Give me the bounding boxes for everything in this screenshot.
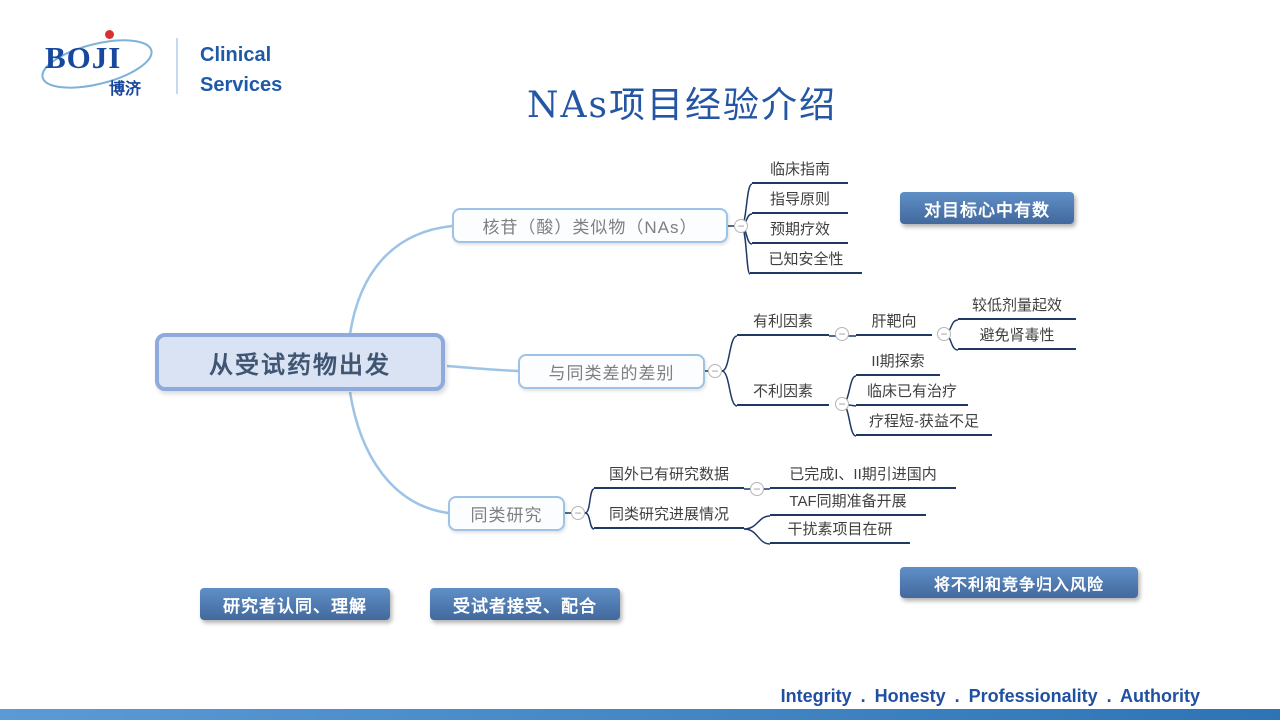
brand-line2: Services	[200, 74, 283, 96]
logo-chinese-text: 博济	[109, 81, 142, 98]
badge-researcher: 研究者认同、理解	[200, 588, 390, 620]
logo-orbit-icon	[41, 39, 153, 89]
leaf-phase12-imported: 已完成I、II期引进国内	[770, 465, 956, 489]
collapse-minus-icon: −	[835, 397, 849, 411]
collapse-minus-icon: −	[571, 506, 585, 520]
leaf-guiding-principle: 指导原则	[752, 190, 848, 214]
logo-text: BOJI	[45, 40, 122, 75]
collapse-minus-icon: −	[708, 364, 722, 378]
leaf-short-course: 疗程短-获益不足	[856, 412, 992, 436]
leaf-foreign-data: 国外已有研究数据	[594, 465, 744, 489]
node-same: 同类研究	[448, 496, 565, 531]
brand-name: Clinical Services	[200, 40, 282, 100]
collapse-minus-icon: −	[750, 482, 764, 496]
leaf-existing-treatment: 临床已有治疗	[856, 382, 968, 406]
brand-line1: Clinical	[200, 44, 272, 66]
collapse-minus-icon: −	[937, 327, 951, 341]
leaf-favorable: 有利因素	[737, 312, 829, 336]
page-title: NAs项目经验介绍	[527, 85, 837, 126]
logo-red-dot-icon	[105, 30, 114, 39]
leaf-taf-prepare: TAF同期准备开展	[770, 492, 926, 516]
leaf-interferon-project: 干扰素项目在研	[770, 520, 910, 544]
badge-risk: 将不利和竞争归入风险	[900, 567, 1138, 598]
node-nas: 核苷（酸）类似物（NAs）	[452, 208, 728, 243]
node-diff: 与同类差的差别	[518, 354, 705, 389]
footer-motto: Integrity . Honesty . Professionality . …	[780, 686, 1200, 706]
leaf-expected-efficacy: 预期疗效	[752, 220, 848, 244]
leaf-unfavorable: 不利因素	[737, 382, 829, 406]
footer-bar	[0, 709, 1280, 720]
leaf-liver-target: 肝靶向	[856, 312, 932, 336]
leaf-progress: 同类研究进展情况	[594, 505, 744, 529]
badge-subject: 受试者接受、配合	[430, 588, 620, 620]
leaf-low-dose: 较低剂量起效	[958, 296, 1076, 320]
boji-logo: BOJI 博济	[35, 18, 185, 108]
leaf-phase2-exploration: II期探索	[856, 352, 940, 376]
badge-target-clear: 对目标心中有数	[900, 192, 1074, 224]
collapse-minus-icon: −	[835, 327, 849, 341]
leaf-known-safety: 已知安全性	[750, 250, 862, 274]
leaf-avoid-nephrotoxicity: 避免肾毒性	[958, 326, 1076, 350]
leaf-clinical-guideline: 临床指南	[752, 160, 848, 184]
collapse-minus-icon: −	[734, 219, 748, 233]
brand-divider	[176, 38, 178, 94]
root-node: 从受试药物出发	[155, 333, 445, 391]
